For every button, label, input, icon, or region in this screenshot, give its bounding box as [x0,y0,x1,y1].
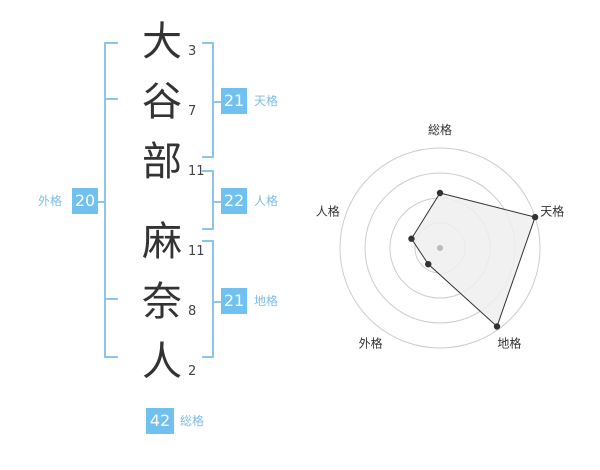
radar-axis-label: 地格 [497,335,521,350]
radar-point [425,260,432,268]
radar-point [436,189,444,197]
chikaku-value: 21 [221,288,247,314]
char-6: 人 [142,339,182,385]
stroke-3: 11 [188,164,205,179]
stroke-4: 11 [188,244,205,259]
radar-axis-label: 天格 [540,204,564,219]
bracket-tick [104,298,118,300]
radar-point [493,323,501,330]
chikaku-connector [212,301,222,303]
stroke-1: 3 [188,44,197,59]
char-1: 大 [142,19,182,65]
jinkaku-label: 人格 [254,194,279,208]
gaikaku-bracket [104,42,118,358]
tenkaku-connector [212,101,222,103]
stroke-5: 8 [188,304,197,319]
chikaku-bracket [202,240,214,358]
stroke-2: 7 [188,104,197,119]
radar-center-dot [437,245,443,251]
gaikaku-connector [98,201,106,203]
jinkaku-bracket [202,170,214,230]
tenkaku-value: 21 [221,88,247,114]
radar-axis-label: 人格 [316,204,340,219]
gaikaku-label: 外格 [38,194,63,208]
radar-series-area [410,192,536,328]
radar-axis-label: 総格 [428,122,452,137]
char-2: 谷 [142,79,182,125]
radar-axis-label: 外格 [359,335,383,350]
soukaku-label: 総格 [180,414,205,428]
char-5: 奈 [142,279,182,325]
radar-point [531,213,539,221]
jinkaku-value: 22 [221,188,247,214]
radar-grid-ring [339,147,541,349]
char-4: 麻 [142,219,182,265]
chikaku-label: 地格 [254,294,279,308]
tenkaku-bracket [202,42,214,158]
gaikaku-value: 20 [72,188,98,214]
stroke-6: 2 [188,364,197,379]
soukaku-value: 42 [146,408,174,434]
bracket-tick [104,98,118,100]
jinkaku-connector [212,201,222,203]
tenkaku-label: 天格 [254,94,279,108]
char-3: 部 [142,139,182,185]
radar-point [408,235,415,242]
